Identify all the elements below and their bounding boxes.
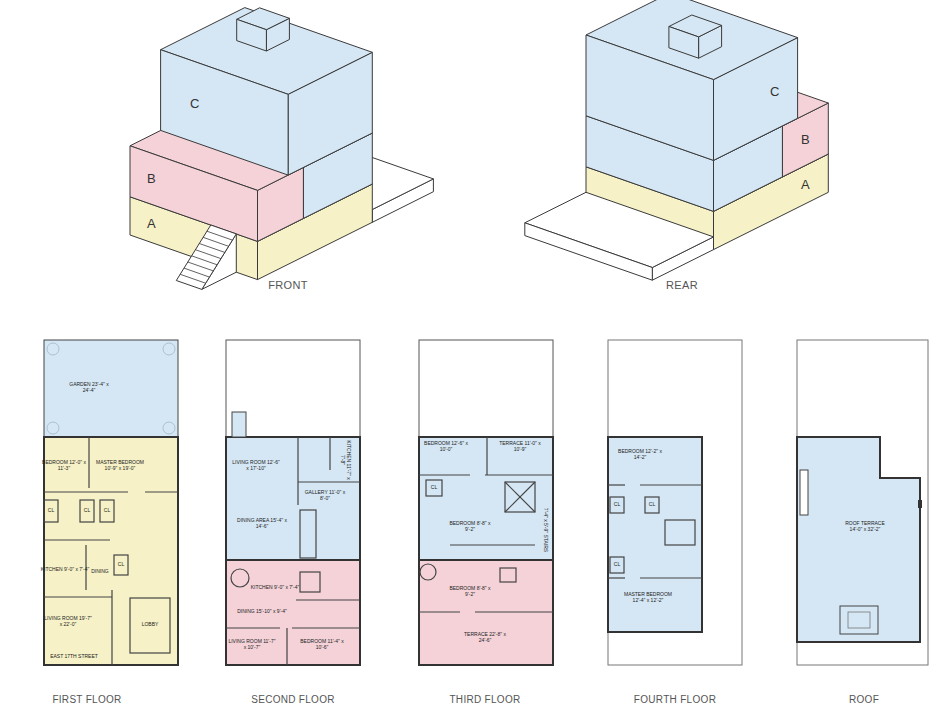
plan-title: FIRST FLOOR — [52, 694, 121, 706]
room-label: BEDROOM 12'-6" x 10'-0" — [421, 441, 471, 453]
closet-label: CL — [614, 502, 620, 508]
volume-label: B — [801, 133, 810, 148]
room-label: KITCHEN 9'-0" x 7'-4" — [251, 585, 300, 591]
closet-label: CL — [614, 562, 620, 568]
volume-label: A — [147, 216, 156, 231]
room-label: LIVING ROOM 11'-7" x 10'-7" — [227, 639, 277, 651]
room-label: 7'-4" x 5'-9" STAIRS — [542, 508, 548, 552]
room-label: BEDROOM 8'-8" x 9'-2" — [445, 586, 495, 598]
room-label: BEDROOM 12'-0" x 11'-3" — [39, 460, 89, 472]
room-label: LIVING ROOM 19'-7" x 22'-0" — [43, 616, 93, 628]
room-label: GALLERY 11'-0" x 8'-0" — [300, 490, 350, 502]
room-label: BEDROOM 8'-8" x 9'-2" — [445, 521, 495, 533]
room-label: BEDROOM 11'-4" x 10'-6" — [297, 639, 347, 651]
volume-c-front — [161, 50, 289, 175]
stoop-step — [207, 231, 233, 240]
skylight — [848, 612, 870, 628]
fourth-floor-plan — [608, 340, 742, 665]
closet-label: CL — [431, 485, 437, 491]
room-label: GARDEN 23'-4" x 24'-4" — [64, 382, 114, 394]
volume-label: A — [801, 178, 810, 193]
volume-label: C — [770, 84, 779, 99]
walls — [44, 437, 178, 665]
stoop-step — [195, 250, 221, 259]
roof-mark — [918, 500, 922, 508]
room-label: TERRACE 22'-8" x 24'-6" — [460, 632, 510, 644]
lot-outline — [608, 340, 742, 665]
second-floor-plan — [226, 340, 360, 665]
floor-area — [226, 437, 360, 560]
floor-area — [419, 437, 553, 560]
stair-bulkhead-front — [237, 19, 267, 51]
closet-label: CL — [649, 502, 655, 508]
room-label: MASTER BEDROOM 12'-4" x 12'-2" — [623, 592, 673, 604]
room-label: KITCHEN 11'-7" x 7'-8" — [339, 435, 351, 485]
roof-plan — [797, 340, 928, 665]
floor-area — [226, 560, 360, 665]
plan-title: FOURTH FLOOR — [634, 694, 716, 706]
stoop-step — [203, 237, 229, 246]
plan-title: ROOF — [849, 694, 879, 706]
tree-symbol — [163, 343, 175, 355]
closet-label: CL — [48, 508, 54, 514]
stoop-step — [188, 262, 214, 271]
roof-area — [797, 437, 920, 642]
stoop-step — [184, 268, 210, 277]
volume-b-front — [130, 146, 258, 242]
view-title: FRONT — [268, 279, 307, 292]
room-label: ROOF TERRACE 14'-0" x 32'-2" — [840, 521, 890, 533]
walls — [608, 485, 702, 578]
view-title: REAR — [666, 279, 698, 292]
third-floor-plan — [419, 340, 553, 665]
volume-label: B — [147, 171, 156, 186]
stoop-step — [180, 274, 205, 283]
yard-outline — [419, 340, 553, 437]
closet-label: CL — [104, 508, 110, 514]
first-floor-plan — [44, 340, 178, 665]
room-label: DINING 15'-10" x 9'-4" — [237, 609, 287, 615]
stoop-step — [192, 256, 218, 265]
stair — [800, 470, 808, 515]
floor-area — [419, 560, 553, 665]
skylight — [840, 606, 878, 634]
yard-outline — [226, 340, 360, 437]
garden-area — [44, 340, 178, 437]
plan-title: SECOND FLOOR — [251, 694, 335, 706]
stoop — [176, 225, 236, 289]
street-name: EAST 17TH STREET — [50, 654, 98, 660]
room-label: TERRACE 11'-0" x 10'-9" — [495, 441, 545, 453]
room-label: DINING — [91, 569, 109, 575]
room-label: KITCHEN 9'-0" x 7'-4" — [41, 567, 90, 573]
tree-symbol — [163, 422, 175, 434]
walls — [226, 437, 360, 665]
room-label: LIVING ROOM 12'-6" x 17'-10" — [231, 460, 281, 472]
room-label: BEDROOM 12'-2" x 14'-2" — [615, 449, 665, 461]
closet-label: CL — [84, 508, 90, 514]
room-label: MASTER BEDROOM 10'-9" x 19'-0" — [95, 460, 145, 472]
tree-symbol — [47, 343, 59, 355]
lot-outline — [797, 340, 928, 665]
room-label: DINING AREA 15'-4" x 14'-6" — [237, 518, 287, 530]
walls — [419, 437, 553, 612]
floor-area — [44, 437, 178, 665]
plan-title: THIRD FLOOR — [449, 694, 520, 706]
tree-symbol — [47, 422, 59, 434]
closet-label: CL — [118, 562, 124, 568]
room-label: LOBBY — [142, 622, 159, 628]
volume-label: C — [190, 97, 199, 112]
garden-wall-front — [525, 223, 653, 280]
floor-area — [608, 437, 702, 632]
rear-stair — [232, 412, 246, 437]
stair-bulkhead-front — [669, 27, 699, 59]
stoop-step — [199, 244, 225, 253]
